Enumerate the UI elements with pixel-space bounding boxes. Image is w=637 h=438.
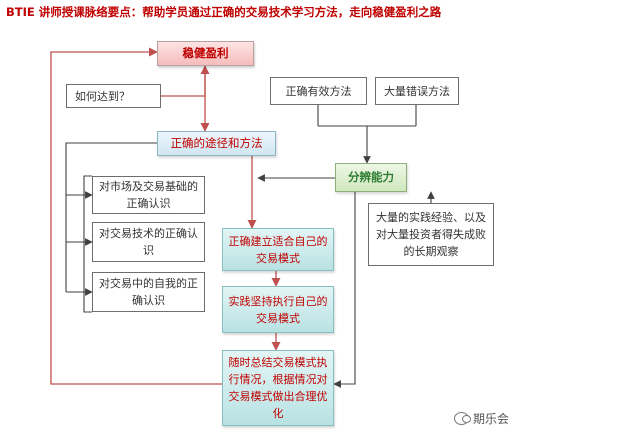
- wechat-icon: [454, 412, 471, 425]
- node-cuowu: 大量错误方法: [375, 77, 459, 105]
- node-youxiao: 正确有效方法: [270, 77, 367, 105]
- node-zongjie-line-2: 行情况，根据情况对: [228, 373, 328, 386]
- node-youxiao-label: 正确有效方法: [285, 84, 352, 98]
- node-jianli: 正确建立适合自己的 交易模式: [222, 228, 334, 271]
- node-zongjie: 随时总结交易模式执 行情况，根据情况对 交易模式做出合理优 化: [222, 350, 334, 426]
- node-zhixing: 实践坚持执行自己的 交易模式: [222, 286, 334, 333]
- how-to-wenjian-arrow: [161, 65, 210, 97]
- node-jiaoyijishu-line-2: 识: [143, 244, 154, 257]
- node-tujing-label: 正确的途径和方法: [170, 136, 263, 150]
- diagram-title: BTIE 讲师授课脉络要点：帮助学员通过正确的交易技术学习方法，走向稳健盈利之路: [6, 5, 442, 19]
- inner-bracket: [83, 175, 92, 313]
- node-fenbian: 分辨能力: [335, 163, 407, 192]
- node-shichang: 对市场及交易基础的 正确认识: [92, 176, 205, 214]
- watermark-text: 期乐会: [473, 412, 510, 426]
- node-jiaoyijishu: 对交易技术的正确认 识: [92, 222, 205, 262]
- node-wenjian: 稳健盈利: [157, 41, 254, 66]
- node-ziwo-line-2: 确认识: [132, 294, 165, 307]
- node-jingyan-line-2: 对大量投资者得失成败: [376, 228, 486, 241]
- node-jingyan: 大量的实践经验、以及 对大量投资者得失成败 的长期观察: [368, 203, 494, 266]
- node-jiaoyijishu-line-1: 对交易技术的正确认: [99, 227, 198, 240]
- node-fenbian-label: 分辨能力: [348, 170, 394, 184]
- node-zhixing-line-1: 实践坚持执行自己的: [228, 294, 328, 308]
- node-ziwo: 对交易中的自我的正 确认识: [92, 272, 205, 312]
- fenbian-to-zongjie-arrow: [333, 192, 356, 388]
- node-zhixing-line-2: 交易模式: [256, 311, 300, 325]
- node-cuowu-label: 大量错误方法: [384, 84, 450, 98]
- node-jingyan-line-1: 大量的实践经验、以及: [376, 211, 486, 224]
- node-zongjie-line-4: 化: [272, 407, 284, 420]
- node-jianli-line-1: 正确建立适合自己的: [228, 234, 328, 248]
- node-jingyan-line-3: 的长期观察: [403, 245, 459, 258]
- node-how-label: 如何达到？: [75, 89, 130, 103]
- node-wenjian-label: 稳健盈利: [182, 46, 229, 60]
- node-shichang-line-1: 对市场及交易基础的: [99, 180, 198, 193]
- node-zongjie-line-3: 交易模式做出合理优: [228, 390, 328, 403]
- node-how: 如何达到？: [66, 84, 161, 108]
- node-shichang-line-2: 正确认识: [126, 197, 171, 210]
- watermark: 期乐会: [454, 410, 509, 427]
- tujing-left-bracket: [65, 142, 157, 292]
- node-tujing: 正确的途径和方法: [157, 131, 276, 156]
- feedback-loop-arrow: [50, 47, 222, 385]
- node-zongjie-line-1: 随时总结交易模式执: [228, 356, 328, 369]
- node-jianli-line-2: 交易模式: [256, 251, 300, 265]
- node-ziwo-line-1: 对交易中的自我的正: [99, 277, 198, 290]
